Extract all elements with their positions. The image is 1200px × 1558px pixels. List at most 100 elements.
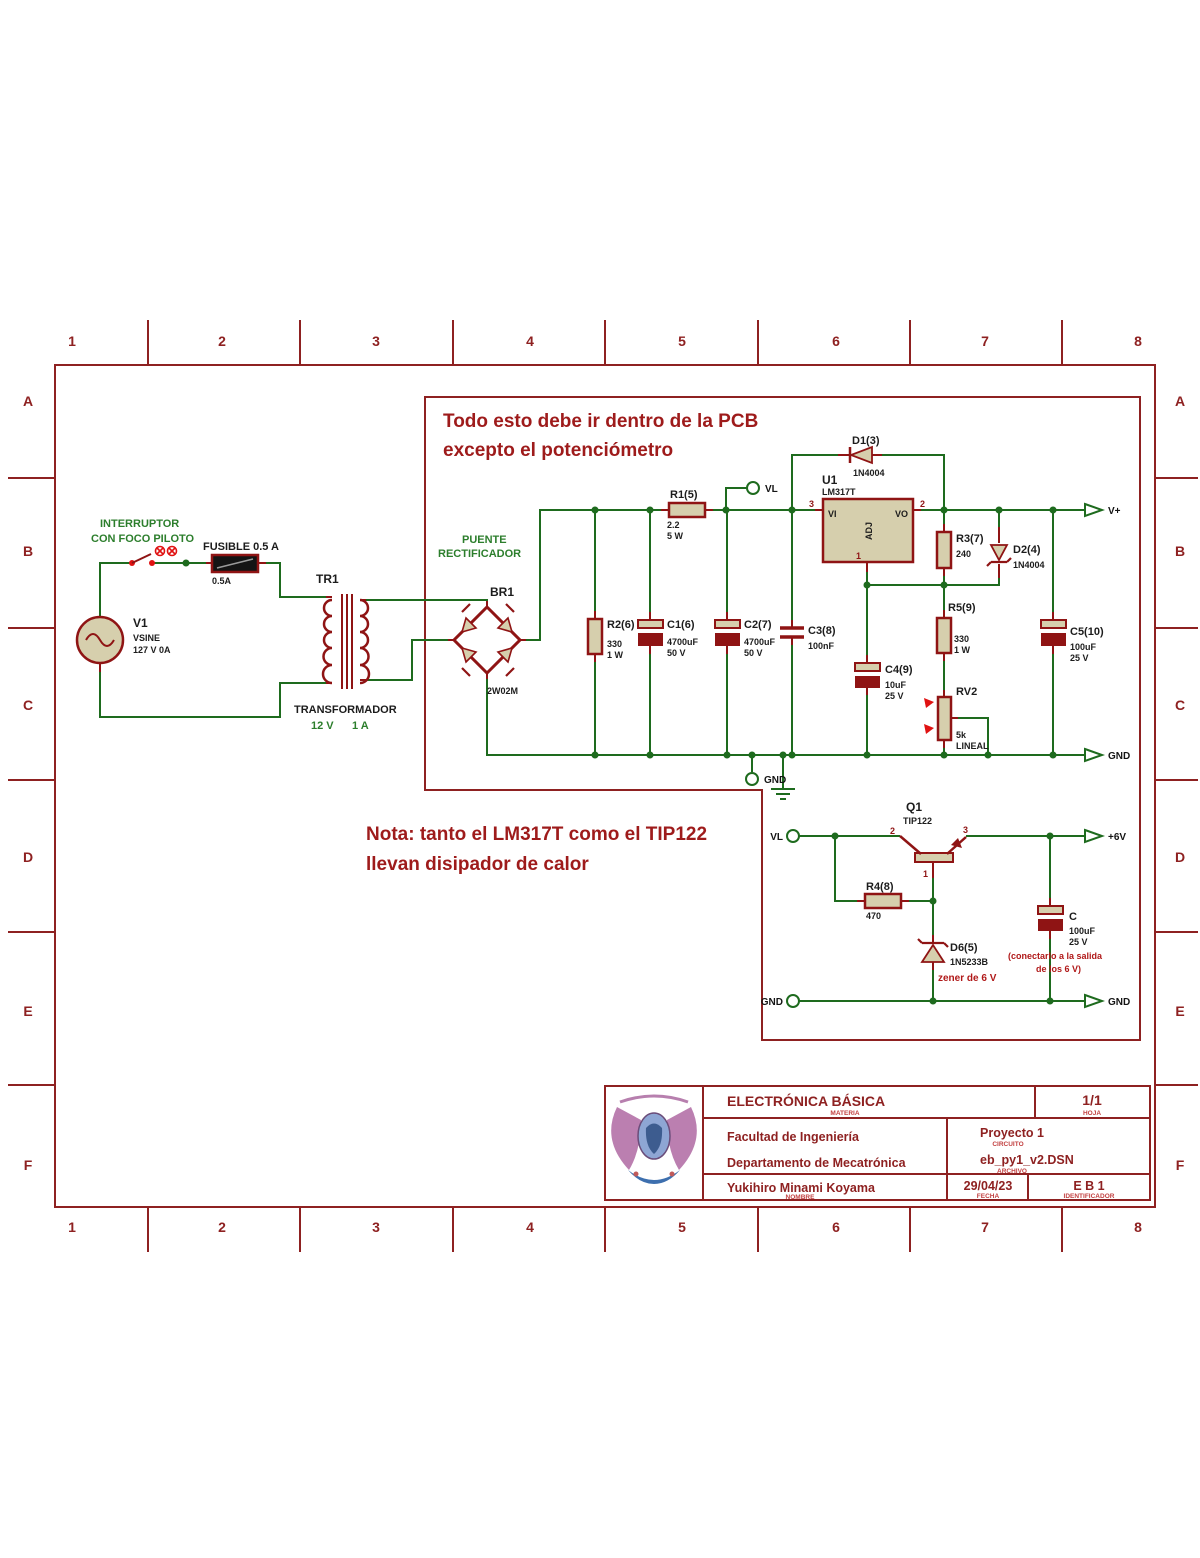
q1-pin2-number: 2 — [890, 826, 895, 836]
component-switch-pilot[interactable]: INTERRUPTOR CON FOCO PILOTO — [91, 518, 195, 566]
component-d2[interactable]: D2(4) 1N4004 — [986, 544, 1045, 570]
terminal-vl-top[interactable]: VL — [746, 481, 778, 495]
resistor-icon — [667, 501, 707, 519]
tb-date-label: FECHA — [977, 1193, 1000, 1200]
fuse-value: 0.5A — [212, 576, 232, 586]
c6-note-line1: (conectarlo a la salida — [1008, 951, 1103, 961]
r2-power: 1 W — [607, 650, 624, 660]
tr1-ref: TR1 — [316, 572, 339, 586]
c1-ref: C1(6) — [667, 619, 695, 631]
c6-value: 100uF — [1069, 926, 1096, 936]
d2-ref: D2(4) — [1013, 544, 1041, 556]
col-label: 8 — [1134, 333, 1142, 349]
component-c2[interactable]: C2(7) 4700uF 50 V — [714, 619, 776, 658]
fuse-label: FUSIBLE 0.5 A — [203, 541, 279, 553]
br1-value: 2W02M — [487, 686, 518, 696]
component-c5[interactable]: C5(10) 100uF 25 V — [1040, 619, 1104, 663]
tr1-label: TRANSFORMADOR — [294, 704, 397, 716]
rv2-law: LINEAL — [956, 741, 989, 751]
r1-value: 2.2 — [667, 520, 680, 530]
cap-plate-icon — [854, 662, 881, 672]
component-c6[interactable]: C 100uF 25 V (conectarlo a la salida de … — [1008, 905, 1103, 974]
terminal-gnd-top[interactable]: GND — [745, 772, 786, 786]
col-label: 7 — [981, 333, 989, 349]
c4-value: 10uF — [885, 680, 907, 690]
v1-type: VSINE — [133, 633, 160, 643]
terminal-label: GND — [764, 775, 786, 786]
component-q1-tip122[interactable]: Q1 TIP122 2 3 1 — [890, 800, 968, 879]
component-u1-lm317t[interactable]: U1 LM317T VI VO ADJ 3 2 1 — [809, 473, 925, 564]
component-c3[interactable]: C3(8) 100nF — [780, 625, 836, 651]
frame-ticks-right — [1155, 477, 1198, 1086]
component-fuse[interactable]: FUSIBLE 0.5 A 0.5A — [203, 541, 279, 586]
component-v1-source[interactable]: V1 VSINE 127 V 0A — [75, 615, 171, 665]
component-r5[interactable]: R5(9) 330 1 W — [935, 602, 976, 655]
terminal-gnd-lower-right[interactable]: GND — [1084, 993, 1130, 1009]
terminal-vplus[interactable]: V+ — [1084, 502, 1121, 518]
row-label: C — [23, 697, 33, 713]
c2-voltage: 50 V — [744, 648, 763, 658]
resistor-icon — [586, 617, 604, 656]
col-label: 5 — [678, 333, 686, 349]
terminal-plus6v[interactable]: +6V — [1084, 828, 1126, 844]
terminal-circle-icon — [745, 772, 759, 786]
component-r3[interactable]: R3(7) 240 — [935, 530, 984, 570]
cap-plate-icon — [855, 676, 880, 688]
cap-plate-icon — [1037, 905, 1064, 915]
terminal-gnd-right[interactable]: GND — [1084, 747, 1130, 763]
terminal-arrow-icon — [1084, 828, 1106, 844]
component-rv2-pot[interactable]: RV2 5k LINEAL — [924, 686, 989, 751]
component-d6-zener[interactable]: D6(5) 1N5233B zener de 6 V — [917, 938, 997, 984]
tb-faculty: Facultad de Ingeniería — [727, 1130, 860, 1144]
u1-pin1-number: 1 — [856, 551, 861, 561]
terminal-vl-lower[interactable]: VL — [770, 829, 800, 843]
component-c1[interactable]: C1(6) 4700uF 50 V — [637, 619, 699, 658]
pcb-note: Todo esto debe ir dentro de la PCB excep… — [443, 411, 758, 461]
component-r1[interactable]: R1(5) 2.2 5 W — [667, 489, 707, 541]
component-bridge-br1[interactable]: PUENTE RECTIFICADOR BR1 2W02M — [438, 534, 523, 696]
r5-ref: R5(9) — [948, 602, 976, 614]
u1-ref: U1 — [822, 473, 838, 487]
c6-note-line2: de los 6 V) — [1036, 964, 1081, 974]
d1-ref: D1(3) — [852, 435, 880, 447]
component-r4[interactable]: R4(8) 470 — [863, 881, 903, 921]
component-c4[interactable]: C4(9) 10uF 25 V — [854, 662, 913, 701]
d6-ref: D6(5) — [950, 942, 978, 954]
q1-ref: Q1 — [906, 800, 922, 814]
tb-date: 29/04/23 — [964, 1179, 1013, 1193]
col-label: 8 — [1134, 1219, 1142, 1235]
tb-file: eb_py1_v2.DSN — [980, 1153, 1074, 1167]
terminal-label: V+ — [1108, 506, 1121, 517]
terminal-circle-icon — [746, 481, 760, 495]
terminal-label: +6V — [1108, 832, 1126, 843]
col-label: 3 — [372, 1219, 380, 1235]
col-label: 4 — [526, 333, 534, 349]
col-label: 2 — [218, 333, 226, 349]
row-label: B — [1175, 543, 1185, 559]
row-label: F — [24, 1157, 33, 1173]
component-transformer-tr1[interactable]: TR1 TRANSFORMADOR 12 V 1 A — [294, 572, 397, 732]
bridge-icon — [451, 603, 523, 677]
wire-junctions — [182, 506, 1057, 1005]
component-d1[interactable]: D1(3) 1N4004 — [848, 435, 885, 478]
frame-ticks-left — [8, 477, 55, 1086]
row-label: F — [1176, 1157, 1185, 1173]
u1-pin-vi: VI — [828, 509, 837, 519]
d2-value: 1N4004 — [1013, 560, 1045, 570]
resistor-icon — [863, 892, 903, 910]
col-label: 6 — [832, 1219, 840, 1235]
u1-pin3-number: 3 — [809, 499, 814, 509]
br1-caption-line2: RECTIFICADOR — [438, 548, 521, 560]
terminal-label: GND — [1108, 751, 1130, 762]
terminal-gnd-lower-left[interactable]: GND — [761, 994, 800, 1008]
c6-voltage: 25 V — [1069, 937, 1088, 947]
cap-plate-icon — [1040, 619, 1067, 629]
r1-power: 5 W — [667, 531, 684, 541]
tb-sheet-label: HOJA — [1083, 1110, 1101, 1117]
c3-ref: C3(8) — [808, 625, 836, 637]
cap-icon — [780, 626, 804, 639]
component-r2[interactable]: R2(6) 330 1 W — [586, 617, 635, 660]
zener-icon — [986, 544, 1012, 567]
d6-note: zener de 6 V — [938, 973, 997, 984]
frame-ticks-bottom — [147, 1207, 1063, 1252]
